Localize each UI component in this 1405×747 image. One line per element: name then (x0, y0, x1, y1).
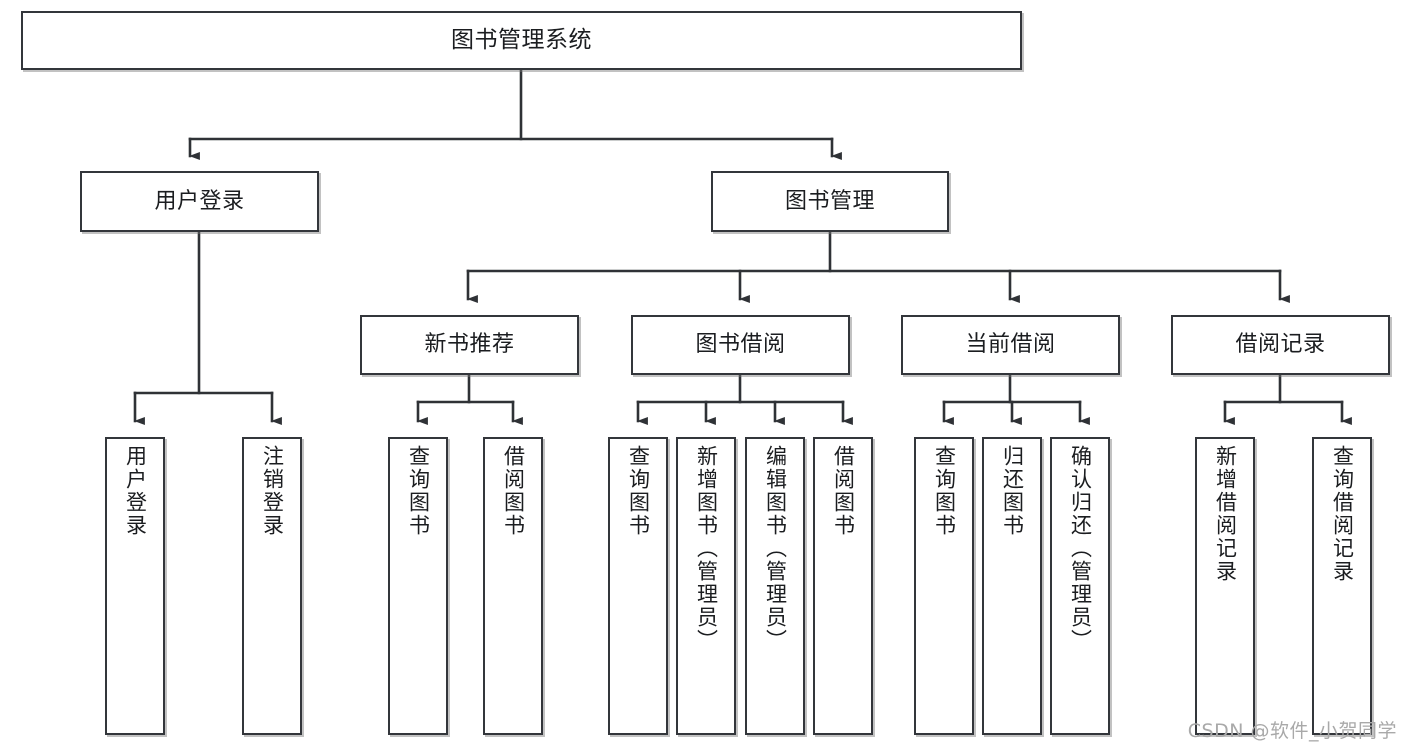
node-root-system[interactable]: 图书管理系统 (21, 11, 1022, 70)
leaf-record-add-borrow-record[interactable]: 新增借阅记录 (1195, 437, 1255, 735)
leaf-user-login[interactable]: 用户登录 (105, 437, 165, 735)
node-label: 用户登录 (154, 188, 245, 214)
node-book-management[interactable]: 图书管理 (711, 171, 949, 232)
node-label: 图书借阅 (695, 332, 786, 358)
leaf-logout-login[interactable]: 注销登录 (242, 437, 302, 735)
node-current-borrow[interactable]: 当前借阅 (901, 315, 1120, 375)
node-label: 归还图书 (1000, 445, 1025, 537)
node-label: 查询图书 (626, 445, 651, 537)
leaf-current-return-book[interactable]: 归还图书 (982, 437, 1042, 735)
node-label: 查询借阅记录 (1330, 445, 1355, 583)
leaf-borrow-edit-book-admin[interactable]: 编辑图书（管理员） (745, 437, 805, 735)
node-label: 用户登录 (123, 445, 148, 537)
csdn-watermark: CSDN @软件_小贺同学 (1187, 720, 1397, 742)
node-label: 新书推荐 (424, 332, 515, 358)
node-label: 编辑图书（管理员） (763, 445, 788, 652)
node-label: 新增借阅记录 (1213, 445, 1238, 583)
node-label: 当前借阅 (965, 332, 1056, 358)
node-new-book-recommend[interactable]: 新书推荐 (360, 315, 579, 375)
node-label: 图书管理 (784, 188, 875, 214)
node-label: 借阅记录 (1235, 332, 1326, 358)
leaf-current-confirm-return-admin[interactable]: 确认归还（管理员） (1050, 437, 1110, 735)
node-label: 新增图书（管理员） (694, 445, 719, 652)
node-user-login[interactable]: 用户登录 (80, 171, 319, 232)
node-label: 借阅图书 (501, 445, 526, 537)
leaf-record-query-borrow-record[interactable]: 查询借阅记录 (1312, 437, 1372, 735)
leaf-newbook-query-book[interactable]: 查询图书 (388, 437, 448, 735)
node-borrow-record[interactable]: 借阅记录 (1171, 315, 1390, 375)
node-label: 查询图书 (406, 445, 431, 537)
leaf-newbook-borrow-book[interactable]: 借阅图书 (483, 437, 543, 735)
leaf-borrow-query-book[interactable]: 查询图书 (608, 437, 668, 735)
leaf-borrow-add-book-admin[interactable]: 新增图书（管理员） (676, 437, 736, 735)
node-book-borrow[interactable]: 图书借阅 (631, 315, 850, 375)
leaf-current-query-book[interactable]: 查询图书 (914, 437, 974, 735)
node-label: 图书管理系统 (451, 27, 592, 54)
node-label: 注销登录 (260, 445, 285, 537)
node-label: 确认归还（管理员） (1068, 445, 1093, 652)
leaf-borrow-borrow-book[interactable]: 借阅图书 (813, 437, 873, 735)
node-label: 借阅图书 (831, 445, 856, 537)
node-label: 查询图书 (932, 445, 957, 537)
